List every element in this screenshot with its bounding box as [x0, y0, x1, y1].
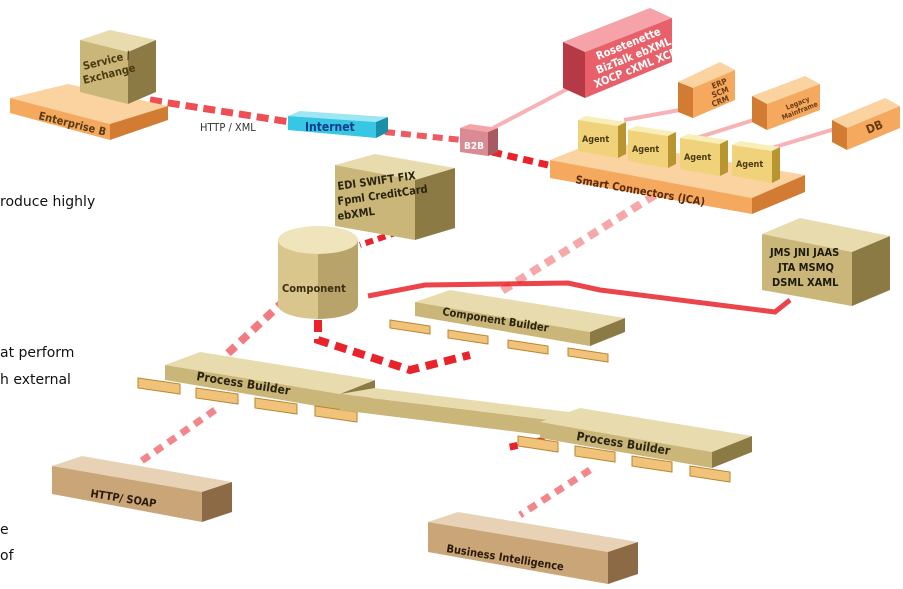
connector-agent-erp — [623, 108, 681, 122]
service-exchange-box: Service / Exchange — [80, 30, 156, 104]
jms-label-2: JTA MSMQ — [777, 261, 834, 274]
jms-label-3: DSML XAML — [772, 276, 839, 289]
connector-component-jms — [367, 280, 792, 315]
side-text-line-5: of — [0, 548, 14, 564]
b2b-label: B2B — [464, 141, 484, 152]
db-label: DB — [864, 117, 885, 136]
internet-label: Internet — [305, 120, 355, 134]
agent-label-3: Agent — [684, 153, 711, 163]
agent-box-4: Agent — [732, 141, 780, 183]
component-label: Component — [282, 282, 346, 295]
http-xml-label: HTTP / XML — [200, 121, 256, 134]
side-text-line-3: h external — [0, 372, 71, 388]
rosettanet-box: Rosetenette BizTalk ebXML XOCP cXML XCBL — [563, 8, 686, 98]
b2b-node: B2B — [460, 124, 498, 156]
connector-internet-b2b — [384, 129, 463, 143]
legacy-mainframe-box: Legacy Mainframe — [752, 76, 820, 130]
business-intelligence-box: Business Intelligence — [428, 512, 638, 584]
connector-b2b-smart — [491, 148, 549, 169]
process-builder-1-platform: Process Builder — [137, 352, 375, 423]
component-builder-slots — [389, 319, 609, 363]
process-builder-2-platform: Process Builder — [517, 408, 752, 483]
connector-component-loop — [314, 320, 471, 375]
connector-b2b-rosettanet — [492, 83, 576, 130]
edi-box: EDI SWIFT FIX Fpml CreditCard ebXML — [335, 154, 455, 240]
component-builder-platform: Component Builder — [389, 290, 625, 363]
connector-edi-component — [359, 225, 411, 248]
side-text-line-1: roduce highly — [0, 194, 96, 210]
connector-smart-componentbuilder — [497, 191, 658, 296]
side-text-line-4: e — [0, 522, 9, 538]
jms-box: JMS JNI JAAS JTA MSMQ DSML XAML — [762, 218, 890, 306]
erp-box: ERP SCM CRM — [678, 62, 735, 118]
agent-box-1: Agent — [578, 116, 626, 158]
connector-enterprise-internet — [149, 96, 291, 126]
agent-box-3: Agent — [680, 134, 728, 176]
agent-box-2: Agent — [628, 126, 676, 168]
connector-processbuilder-httpsoap — [138, 407, 217, 465]
agent-label-2: Agent — [632, 145, 659, 155]
process-builder-bridge — [340, 388, 585, 436]
process-builder-1-slots — [137, 377, 358, 423]
process-builder-2-slots — [517, 435, 731, 483]
agent-label-4: Agent — [736, 160, 763, 170]
edi-label-3: ebXML — [337, 205, 377, 223]
side-text-line-2: at perform — [0, 345, 75, 361]
connector-lines — [138, 83, 839, 518]
connector-component-processbuilder — [222, 297, 288, 359]
internet-node: Internet — [288, 111, 388, 138]
jms-label-1: JMS JNI JAAS — [769, 246, 839, 259]
enterprise-b-platform: Enterprise B — [10, 84, 168, 140]
connector-agent-db — [764, 126, 839, 152]
agent-label-1: Agent — [582, 135, 609, 145]
component-cylinder: Component — [278, 226, 358, 319]
http-soap-box: HTTP/ SOAP — [52, 456, 232, 522]
db-box: DB — [832, 98, 900, 150]
connector-processbuilder2-bi — [518, 467, 592, 518]
